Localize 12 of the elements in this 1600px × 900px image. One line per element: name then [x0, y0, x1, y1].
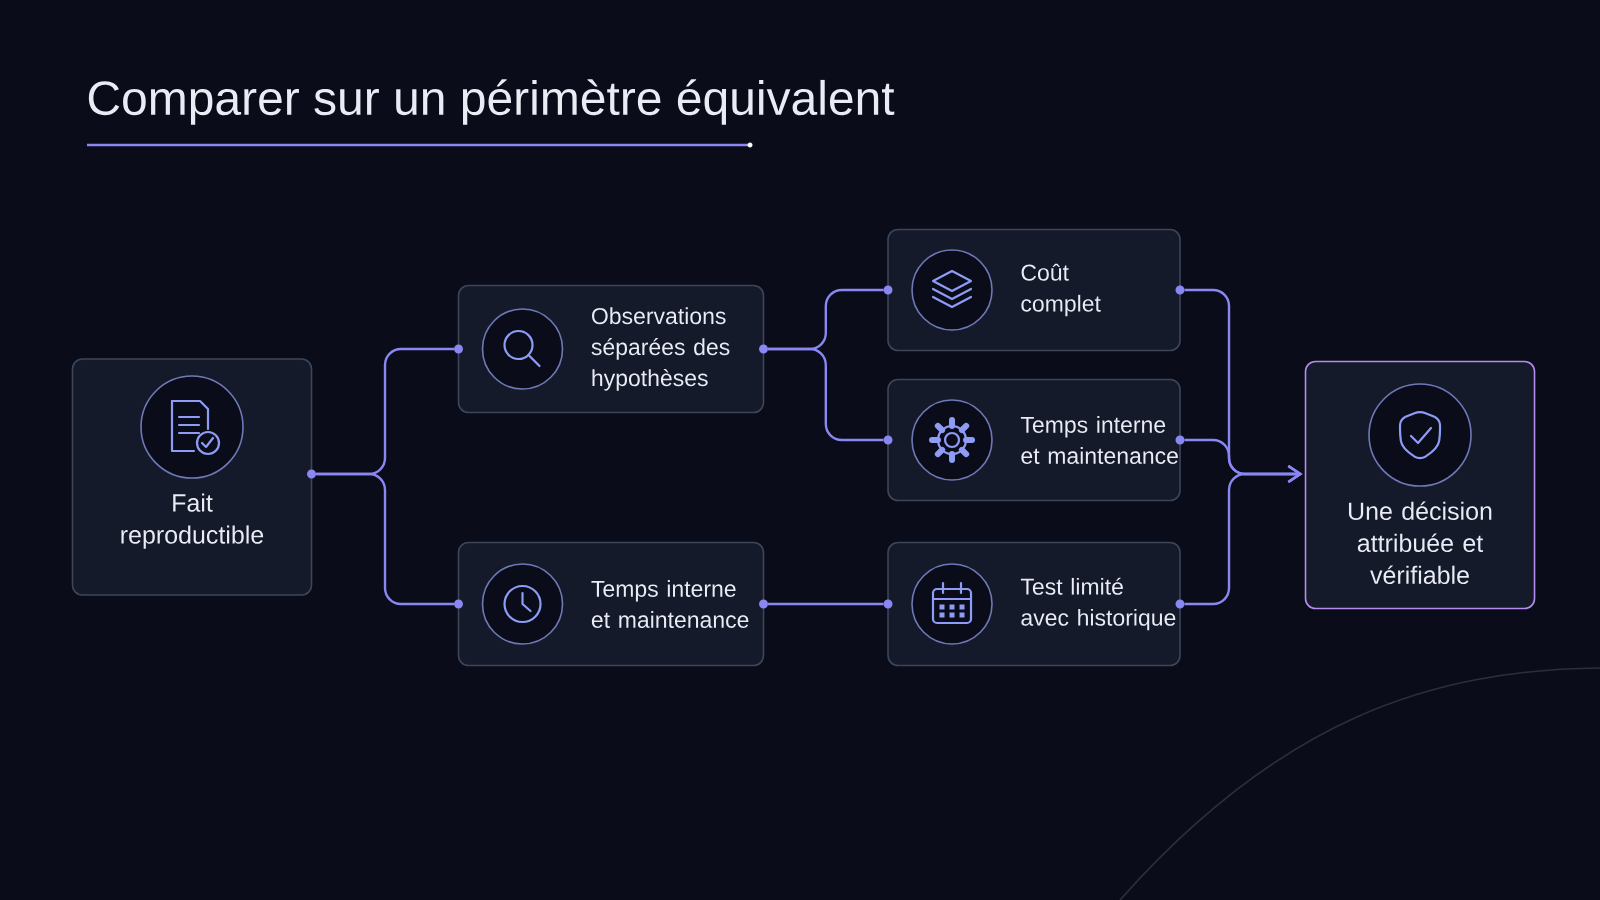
- connector: [316, 472, 454, 606]
- node-label: Observations séparées des hypothèses: [591, 307, 730, 391]
- title: Comparer sur un périmètre équivalent: [88, 79, 895, 125]
- node-label: Temps interne et maintenance: [1020, 416, 1178, 464]
- node-label: Fait reproductible: [121, 493, 264, 549]
- node-label: Coût complet: [1021, 263, 1101, 317]
- node-label: Une décision attribuée et vérifiable: [1348, 501, 1492, 585]
- connector: [1184, 465, 1303, 606]
- connector: [768, 347, 884, 442]
- node-label: Temps interne et maintenance: [591, 580, 749, 628]
- connector: [768, 602, 884, 606]
- node-label: Test limité avec historique: [1020, 577, 1176, 631]
